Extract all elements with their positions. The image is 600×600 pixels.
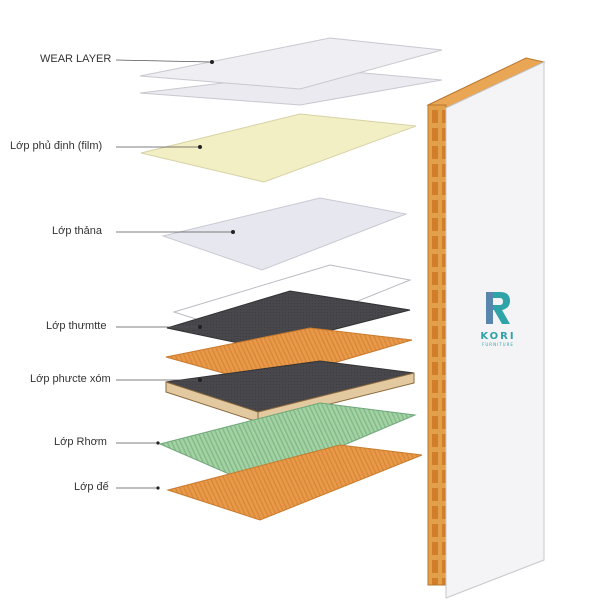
label-base-layer: Lớp đế <box>74 481 109 493</box>
base-layer-sheet <box>166 444 423 521</box>
label-tha-layer: Lớp thảna <box>52 225 103 237</box>
leader-dot-de <box>156 486 160 490</box>
kori-logo-sub: FURNITURE <box>482 342 514 347</box>
label-rhom-layer: Lớp Rhơm <box>54 436 107 448</box>
panel-side-cells <box>427 104 447 586</box>
leader-line-wear <box>115 59 213 63</box>
label-phu-layer: Lớp phưcte xóm <box>30 373 111 385</box>
leader-dot-thu <box>198 325 202 329</box>
leader-dot-phu <box>198 378 202 382</box>
tha-layer-sheet <box>161 197 408 271</box>
leader-dot-film <box>198 145 202 149</box>
leader-dot-rhom <box>156 441 160 445</box>
panel-face <box>445 61 545 599</box>
thu-layer-sheet <box>166 290 411 349</box>
green-layer-sheet <box>158 402 417 485</box>
label-wear-layer: WEAR LAYER <box>40 53 112 65</box>
leader-dot-wear <box>210 60 214 64</box>
label-film-layer: Lớp phủ định (film) <box>10 140 103 152</box>
label-thu-layer: Lớp thưmtte <box>46 320 107 332</box>
film-layer-sheet <box>140 113 417 183</box>
leader-dot-tha <box>231 230 235 234</box>
kori-logo: KORI FURNITURE <box>468 290 528 347</box>
kori-logo-word: KORI <box>480 331 516 342</box>
wear-layer-sheet <box>139 37 443 90</box>
kori-logo-mark <box>486 292 510 324</box>
